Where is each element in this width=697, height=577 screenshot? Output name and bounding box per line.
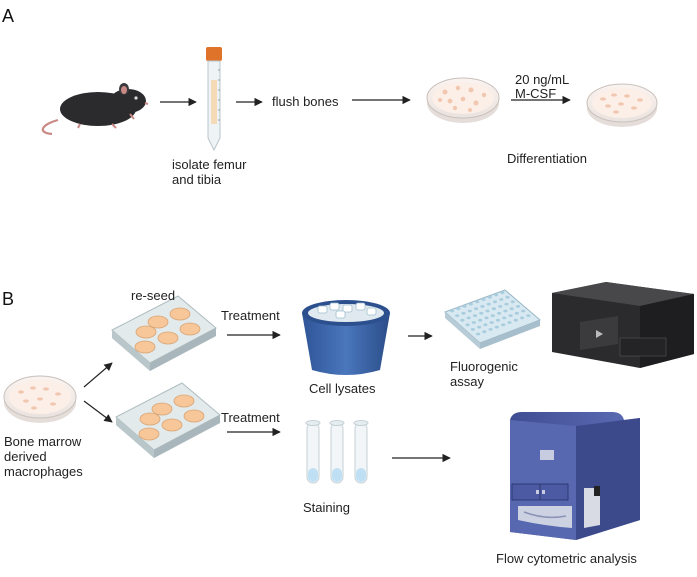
microplate-well [484, 316, 489, 320]
reseed-label: re-seed [131, 288, 176, 303]
treatment-bottom-label: Treatment [221, 410, 280, 425]
start-label-line2: derived [4, 449, 47, 464]
microplate-well [505, 295, 510, 299]
microplate-icon [444, 289, 541, 349]
petri-dish-icon [3, 375, 77, 423]
test-tubes-icon [305, 420, 369, 484]
microplate-well [465, 323, 470, 327]
six-well-plate-icon [111, 295, 217, 371]
microplate-well [466, 316, 471, 320]
microplate-well [467, 309, 472, 313]
mouse-icon [41, 83, 149, 136]
start-label-line1: Bone marrow [4, 434, 82, 449]
flow-cytometer-icon [510, 412, 640, 540]
ice-bucket-icon [302, 300, 390, 375]
arrow-b-up [83, 362, 113, 388]
microplate-well [492, 300, 498, 304]
microplate-well [513, 318, 518, 322]
microplate-well [500, 291, 505, 294]
microplate-well [504, 302, 509, 306]
fluorogenic-label-line2: assay [450, 374, 484, 389]
petri-dish-icon [426, 77, 500, 123]
microplate-well [477, 325, 482, 329]
microplate-well [456, 307, 461, 311]
microplate-well [478, 318, 483, 322]
microplate-well [481, 298, 486, 301]
microplate-well [486, 302, 491, 306]
microplate-well [498, 305, 503, 308]
microplate-well [449, 309, 455, 313]
microplate-well [490, 314, 495, 317]
microplate-well [485, 309, 490, 313]
microplate-well [483, 323, 488, 327]
microplate-well [494, 293, 499, 297]
mcsf-label: M-CSF [515, 86, 557, 101]
six-well-plate-icon [115, 382, 221, 458]
treatment-top-label: Treatment [221, 308, 280, 323]
falcon-tube-icon [206, 47, 222, 152]
microplate-well [487, 295, 492, 299]
panel-a-label: A [2, 6, 15, 26]
microplate-well [471, 321, 476, 324]
microplate-well [509, 307, 514, 311]
microplate-well [482, 330, 487, 334]
microplate-well [497, 311, 502, 315]
microplate-well [508, 314, 513, 317]
microplate-well [472, 314, 478, 317]
microplate-well [510, 300, 515, 304]
microplate-well [461, 311, 466, 315]
microplate-well [468, 302, 473, 306]
flow-cytometric-label: Flow cytometric analysis [496, 551, 637, 566]
microplate-well [526, 314, 531, 317]
microplate-well [462, 305, 467, 308]
arrow-b-down [83, 400, 113, 423]
microplate-well [501, 323, 506, 327]
start-label-line3: macrophages [4, 464, 83, 479]
panel-b-label: B [2, 289, 15, 309]
fluorogenic-label-line1: Fluorogenic [450, 359, 518, 374]
mcsf-concentration-label: 20 ng/mL [515, 72, 570, 87]
microplate-well [502, 316, 507, 320]
microplate-well [475, 300, 480, 304]
staining-label: Staining [303, 500, 350, 515]
microplate-well [479, 311, 484, 315]
microplate-well [503, 309, 508, 313]
microplate-well [491, 307, 496, 311]
plate-reader-icon [552, 282, 694, 368]
petri-dish-icon [586, 83, 658, 127]
microplate-well [515, 305, 521, 308]
differentiation-label: Differentiation [507, 151, 587, 166]
microplate-well [475, 332, 481, 336]
microplate-well [520, 316, 525, 320]
microplate-well [480, 305, 485, 308]
isolate-tibia-label: and tibia [172, 172, 222, 187]
cell-lysates-label: Cell lysates [309, 381, 376, 396]
microplate-well [488, 328, 493, 331]
microplate-well [521, 309, 526, 313]
microplate-well [489, 321, 494, 324]
microplate-well [507, 321, 512, 324]
microplate-well [455, 314, 460, 317]
isolate-femur-label: isolate femur [172, 157, 247, 172]
microplate-well [499, 298, 504, 301]
flush-bones-label: flush bones [272, 94, 339, 109]
microplate-well [514, 311, 520, 315]
microplate-well [470, 328, 475, 331]
microplate-well [495, 318, 501, 322]
microplate-well [474, 307, 479, 311]
microplate-well [460, 318, 465, 322]
microplate-well [494, 325, 499, 329]
